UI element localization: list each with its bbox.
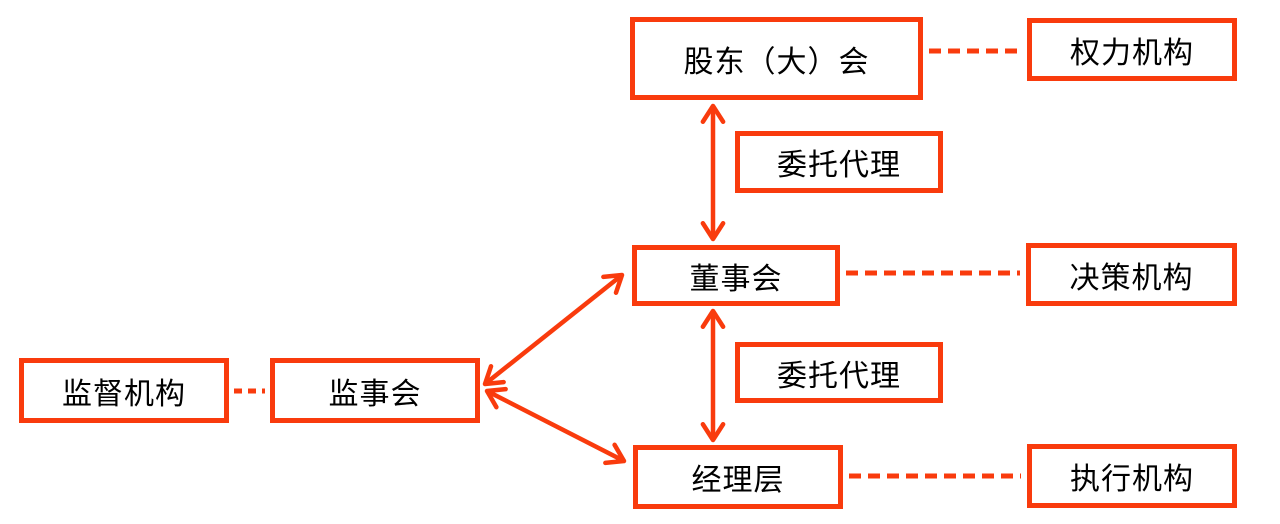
node-supervisory-organ: 监督机构 [19, 358, 229, 423]
node-principal-agent-bottom: 委托代理 [735, 342, 943, 403]
node-power-organ: 权力机构 [1027, 18, 1237, 81]
node-principal-agent-top: 委托代理 [735, 131, 943, 193]
arrow-supervisoryboard-managers [484, 386, 627, 466]
node-board-of-directors: 董事会 [632, 245, 840, 306]
arrow-supervisoryboard-board [482, 272, 625, 387]
node-management-layer: 经理层 [633, 445, 843, 509]
node-decision-organ: 决策机构 [1026, 243, 1237, 306]
node-executive-organ: 执行机构 [1027, 444, 1237, 508]
node-supervisory-board: 监事会 [270, 358, 480, 423]
node-shareholders-meeting: 股东（大）会 [630, 17, 923, 100]
